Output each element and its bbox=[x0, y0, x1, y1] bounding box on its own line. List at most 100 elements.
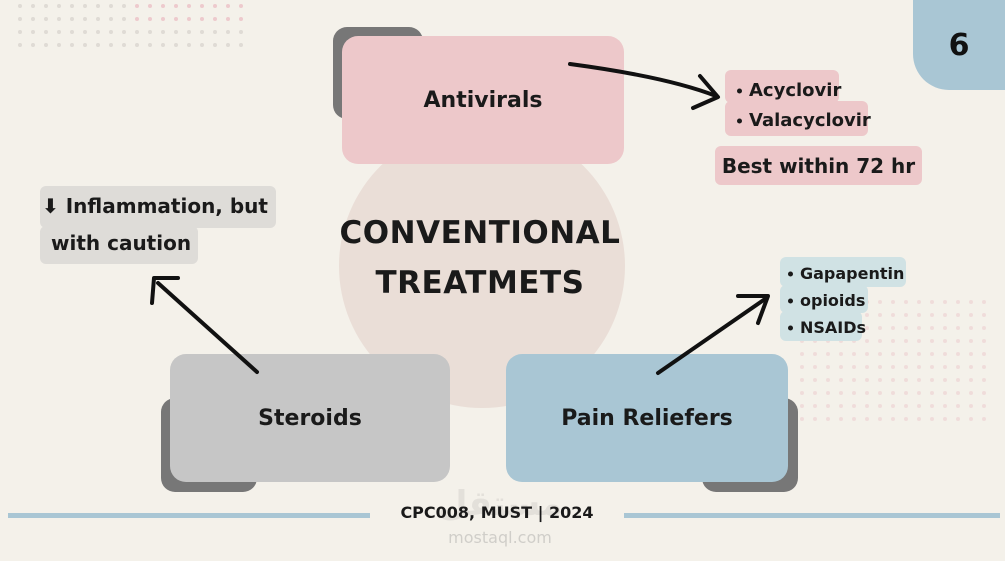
decorative-dot bbox=[891, 404, 895, 408]
decorative-dot bbox=[930, 300, 934, 304]
antivirals-drug-item: Valacyclovir bbox=[749, 106, 871, 136]
decorative-dot bbox=[917, 378, 921, 382]
decorative-dot bbox=[70, 30, 74, 34]
decorative-dot bbox=[891, 365, 895, 369]
decorative-dot bbox=[18, 4, 22, 8]
decorative-dot bbox=[956, 391, 960, 395]
steroids-box: Steroids bbox=[170, 354, 450, 482]
decorative-dot bbox=[930, 326, 934, 330]
decorative-dot bbox=[800, 365, 804, 369]
decorative-dot bbox=[800, 352, 804, 356]
decorative-dot bbox=[969, 300, 973, 304]
decorative-dot bbox=[187, 17, 191, 21]
decorative-dot bbox=[200, 4, 204, 8]
decorative-dot bbox=[943, 391, 947, 395]
decorative-dot bbox=[70, 43, 74, 47]
decorative-dot bbox=[44, 30, 48, 34]
decorative-dot bbox=[83, 4, 87, 8]
decorative-dot bbox=[956, 378, 960, 382]
decorative-dot bbox=[826, 365, 830, 369]
decorative-dot bbox=[982, 417, 986, 421]
decorative-dot bbox=[813, 365, 817, 369]
decorative-dot bbox=[865, 365, 869, 369]
decorative-dot bbox=[122, 17, 126, 21]
pain-reliefers-drug-item: opioids bbox=[800, 287, 904, 314]
decorative-dot bbox=[904, 352, 908, 356]
pain-reliefers-label: Pain Reliefers bbox=[561, 405, 733, 431]
decorative-dot bbox=[904, 417, 908, 421]
decorative-dot bbox=[956, 404, 960, 408]
decorative-dot bbox=[982, 326, 986, 330]
arrowhead-steroids bbox=[150, 276, 180, 305]
decorative-dot bbox=[956, 339, 960, 343]
decorative-dot bbox=[826, 404, 830, 408]
decorative-dot bbox=[943, 378, 947, 382]
decorative-dot bbox=[891, 391, 895, 395]
decorative-dot bbox=[891, 378, 895, 382]
decorative-dot bbox=[239, 17, 243, 21]
decorative-dot bbox=[800, 391, 804, 395]
decorative-dot bbox=[813, 339, 817, 343]
steroids-note-line1: Inflammation, but bbox=[65, 194, 268, 218]
steroids-note-line2: with caution bbox=[51, 231, 192, 255]
decorative-dot bbox=[930, 365, 934, 369]
decorative-dot bbox=[70, 4, 74, 8]
steroids-label: Steroids bbox=[258, 405, 362, 431]
decorative-dot bbox=[930, 417, 934, 421]
decorative-dot bbox=[57, 17, 61, 21]
decorative-dot bbox=[969, 417, 973, 421]
decorative-dot bbox=[813, 417, 817, 421]
decorative-dot bbox=[148, 30, 152, 34]
decorative-dot bbox=[839, 404, 843, 408]
decorative-dot bbox=[57, 4, 61, 8]
decorative-dot bbox=[161, 43, 165, 47]
decorative-dot bbox=[213, 30, 217, 34]
decorative-dot bbox=[122, 30, 126, 34]
decorative-dot bbox=[826, 391, 830, 395]
decorative-dot bbox=[917, 300, 921, 304]
decorative-dot bbox=[31, 4, 35, 8]
page-number-tab: 6 bbox=[913, 0, 1005, 90]
arrow-antivirals bbox=[568, 62, 718, 98]
decorative-dot bbox=[18, 17, 22, 21]
decorative-dot bbox=[930, 313, 934, 317]
decorative-dot bbox=[943, 404, 947, 408]
antivirals-label: Antivirals bbox=[423, 87, 543, 113]
decorative-dot bbox=[943, 365, 947, 369]
decorative-dot bbox=[943, 339, 947, 343]
decorative-dot bbox=[904, 378, 908, 382]
decorative-dot bbox=[813, 378, 817, 382]
decorative-dot bbox=[18, 30, 22, 34]
arrowhead-antivirals bbox=[691, 74, 720, 110]
decorative-dot bbox=[904, 339, 908, 343]
decorative-dot bbox=[135, 30, 139, 34]
decorative-dot bbox=[943, 326, 947, 330]
decorative-dot bbox=[187, 30, 191, 34]
footer-line-right bbox=[624, 513, 1000, 518]
decorative-dot bbox=[891, 417, 895, 421]
decorative-dot bbox=[917, 404, 921, 408]
decorative-dot bbox=[826, 339, 830, 343]
watermark: mostaql.com bbox=[448, 528, 552, 547]
decorative-dot bbox=[878, 339, 882, 343]
decorative-dot bbox=[969, 404, 973, 408]
decorative-dot bbox=[83, 43, 87, 47]
decorative-dot bbox=[917, 313, 921, 317]
decorative-dot bbox=[852, 365, 856, 369]
decorative-dot bbox=[982, 391, 986, 395]
decorative-dot bbox=[18, 43, 22, 47]
decorative-dot bbox=[839, 339, 843, 343]
decorative-dot bbox=[839, 352, 843, 356]
decorative-dot bbox=[83, 30, 87, 34]
decorative-dot bbox=[878, 378, 882, 382]
decorative-dot bbox=[174, 4, 178, 8]
decorative-dot bbox=[956, 417, 960, 421]
page-number: 6 bbox=[948, 27, 970, 63]
decorative-dot bbox=[226, 17, 230, 21]
decorative-dot bbox=[904, 313, 908, 317]
antivirals-box: Antivirals bbox=[342, 36, 624, 164]
decorative-dot bbox=[148, 17, 152, 21]
decorative-dot bbox=[57, 43, 61, 47]
decorative-dot bbox=[161, 4, 165, 8]
